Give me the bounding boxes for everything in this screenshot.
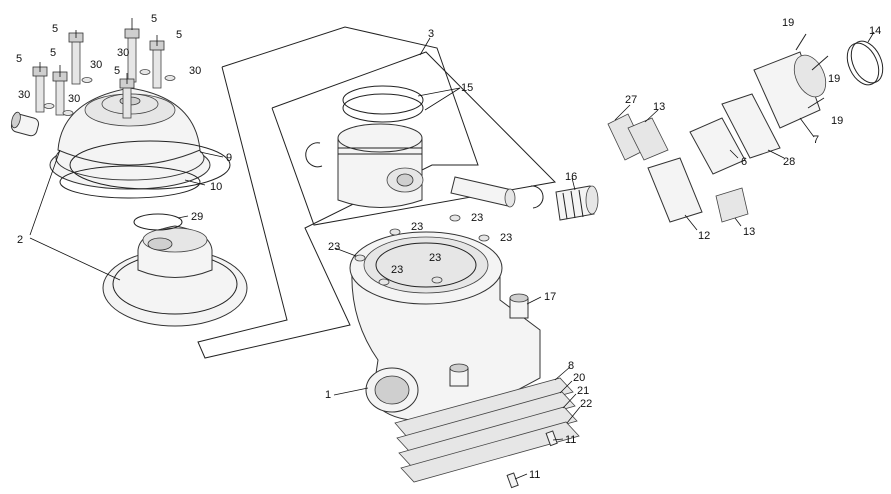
label-11: 11 [529, 469, 540, 481]
piston-group-frame [271, 51, 557, 226]
label-10: 10 [210, 181, 222, 193]
label-3: 3 [428, 28, 434, 40]
piston-rings [342, 85, 424, 123]
o-ring-29 [133, 213, 183, 231]
reed-stopper-13-upper [627, 117, 669, 161]
label-12: 12 [698, 230, 710, 242]
label-8: 8 [568, 360, 574, 372]
label-19: 19 [828, 73, 840, 85]
manifold-clamp-14 [846, 40, 884, 86]
head-o-ring-10 [59, 165, 201, 199]
label-13: 13 [743, 226, 755, 238]
label-7: 7 [813, 134, 819, 146]
dowel-pins [506, 430, 558, 489]
reed-block-6 [689, 117, 746, 175]
label-23: 23 [391, 264, 403, 276]
label-1: 1 [325, 389, 331, 401]
label-5: 5 [114, 65, 120, 77]
drain-fitting [449, 363, 469, 387]
label-20: 20 [573, 372, 585, 384]
label-19: 19 [831, 115, 843, 127]
label-5: 5 [16, 53, 22, 65]
label-16: 16 [565, 171, 577, 183]
label-27: 27 [625, 94, 637, 106]
label-2: 2 [17, 234, 23, 246]
label-14: 14 [869, 25, 881, 37]
label-21: 21 [577, 385, 589, 397]
intake-manifold-7 [753, 51, 827, 129]
label-15: 15 [461, 82, 473, 94]
needle-bearing [555, 185, 599, 221]
spark-plug-fitting [10, 111, 40, 137]
piston [337, 123, 424, 208]
label-5: 5 [151, 13, 157, 25]
label-19: 19 [782, 17, 794, 29]
head-washers [43, 69, 176, 116]
label-29: 29 [191, 211, 203, 223]
base-gaskets [394, 377, 580, 483]
leader-lines [29, 18, 875, 480]
label-23: 23 [471, 212, 483, 224]
exhaust-valve-fitting-17 [509, 293, 529, 319]
label-30: 30 [18, 89, 30, 101]
label-30: 30 [68, 93, 80, 105]
reference-labels: 5 5 5 5 5 5 30 30 30 30 30 9 10 29 2 3 1… [16, 13, 881, 481]
manifold-bolts-19 [795, 33, 829, 109]
label-22: 22 [580, 398, 592, 410]
label-23: 23 [500, 232, 512, 244]
label-28: 28 [783, 156, 795, 168]
head-o-ring-9 [69, 140, 231, 190]
intake-gasket-28 [721, 93, 781, 159]
label-23: 23 [328, 241, 340, 253]
piston-pin [450, 176, 516, 208]
cylinder-base-nuts [354, 214, 490, 286]
label-6: 6 [741, 156, 747, 168]
combustion-chamber-insert [102, 225, 248, 327]
label-5: 5 [50, 47, 56, 59]
label-5: 5 [176, 29, 182, 41]
intake-gasket-12 [647, 157, 703, 223]
label-9: 9 [226, 152, 232, 164]
label-13: 13 [653, 101, 665, 113]
label-23: 23 [411, 221, 423, 233]
label-30: 30 [117, 47, 129, 59]
reed-stopper-13-lower [715, 187, 749, 223]
circlip-left [305, 142, 323, 168]
label-5: 5 [52, 23, 58, 35]
label-30: 30 [189, 65, 201, 77]
label-23: 23 [429, 252, 441, 264]
label-30: 30 [90, 59, 102, 71]
cylinder [349, 231, 541, 422]
cylinder-group-frame [197, 26, 479, 359]
label-11: 11 [565, 434, 576, 446]
label-17: 17 [544, 291, 556, 303]
circlip-right [530, 185, 544, 209]
